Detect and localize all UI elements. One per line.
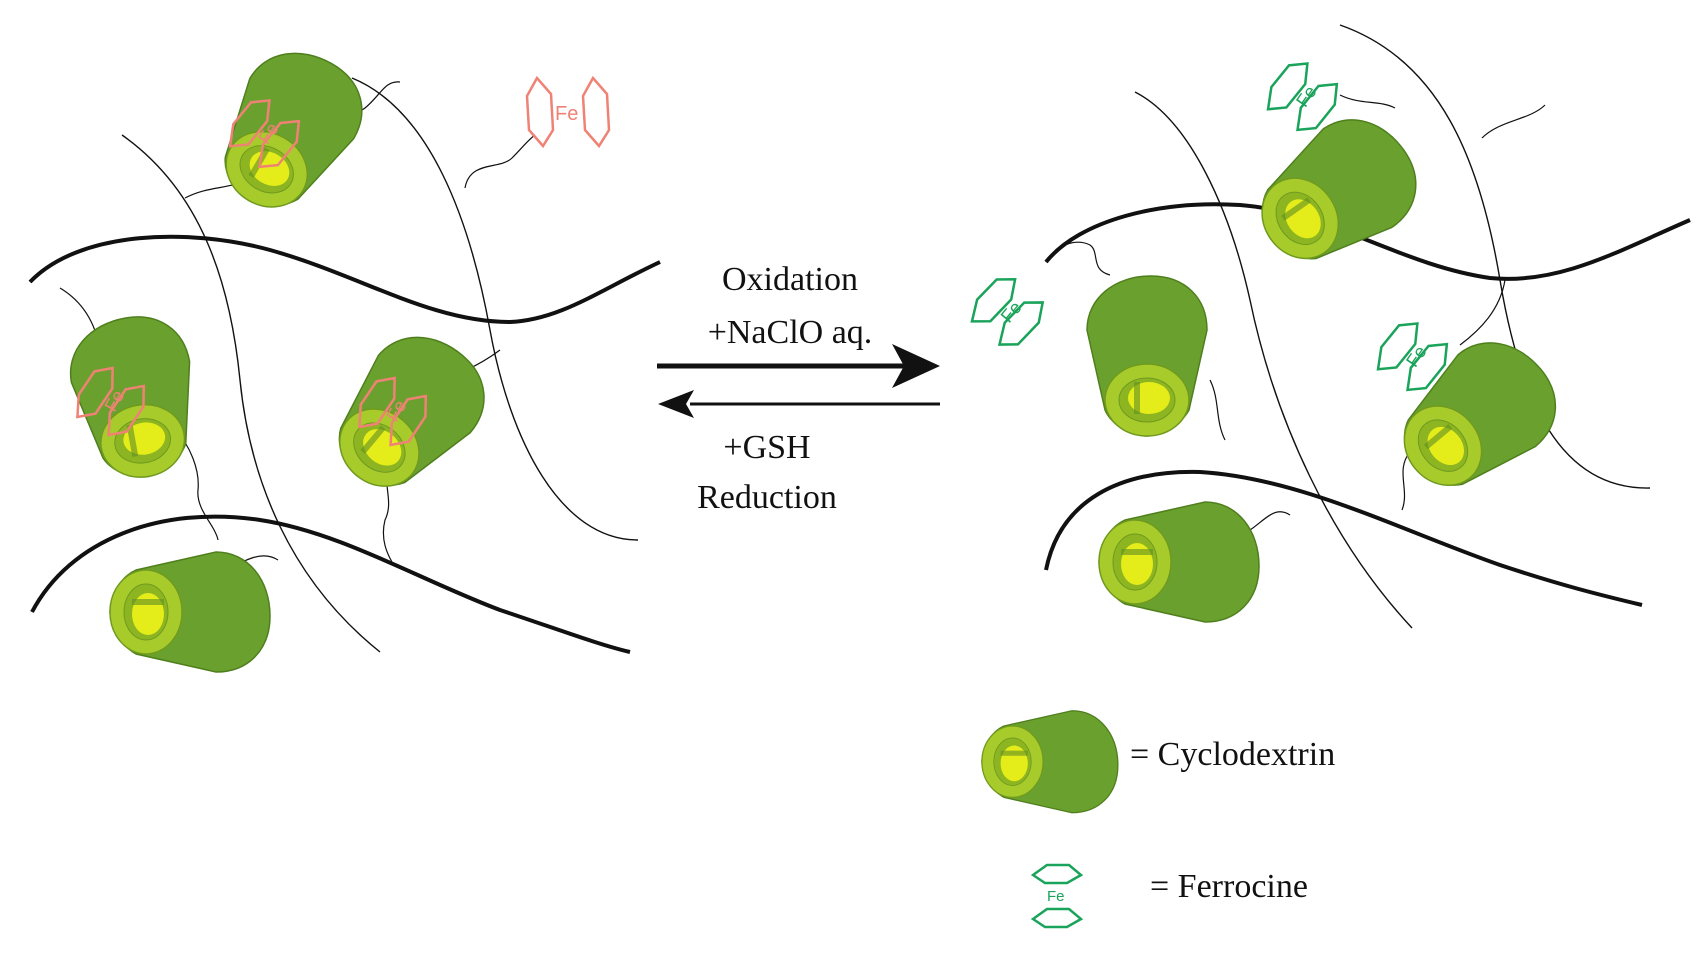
forward-label-1: Oxidation [722, 261, 858, 298]
cyclodextrin-icon [62, 308, 208, 486]
forward-arrowhead [892, 344, 940, 388]
thick-strand [1044, 469, 1643, 607]
reverse-label-2: Reduction [697, 479, 837, 516]
legend-cyclodextrin-label: = Cyclodextrin [1130, 736, 1335, 773]
thick-strand [30, 514, 631, 654]
reaction-arrows: Oxidation +NaClO aq. +GSH Reduction [657, 261, 940, 516]
thin-strand [1134, 91, 1413, 629]
ferrocene-icon: Fe [525, 75, 611, 149]
linker [1249, 511, 1291, 531]
linker [1401, 451, 1411, 511]
cyclodextrin-icon [110, 552, 270, 672]
cyclodextrin-icon [1087, 276, 1207, 436]
svg-text:Fe: Fe [1047, 888, 1065, 905]
linker [1339, 94, 1396, 109]
svg-text:Fe: Fe [1402, 342, 1430, 371]
cyclodextrin-icon [197, 32, 381, 231]
left-network: Fe Fe Fe Fe [28, 32, 661, 672]
thick-strand [1044, 202, 1691, 281]
reverse-arrowhead [658, 390, 694, 418]
linker [1481, 104, 1546, 139]
linker [1045, 241, 1111, 276]
linker [1209, 379, 1226, 441]
legend-cyclodextrin-icon [982, 711, 1118, 813]
legend: = Cyclodextrin Fe = Ferrocine [982, 711, 1335, 929]
legend-ferrocene-label: = Ferrocine [1150, 868, 1308, 905]
cyclodextrin-icon [1377, 320, 1577, 515]
cyclodextrin-icon [310, 314, 505, 514]
linker [464, 134, 536, 189]
svg-text:Fe: Fe [555, 103, 578, 125]
thin-strand [121, 134, 381, 653]
svg-text:Fe: Fe [1292, 82, 1320, 111]
cyclodextrin-icon [1236, 98, 1436, 288]
thin-strand [351, 77, 639, 541]
thick-strand [28, 234, 661, 325]
cyclodextrin-icon [1099, 502, 1259, 622]
reverse-label-1: +GSH [723, 429, 810, 466]
forward-label-2: +NaClO aq. [708, 314, 873, 351]
svg-text:Fe: Fe [997, 297, 1026, 326]
linker [1459, 279, 1506, 346]
thin-strand [1339, 24, 1651, 489]
legend-ferrocene-icon: Fe [1030, 863, 1084, 929]
ferrocene-icon: Fe [970, 278, 1045, 346]
right-network: Fe Fe Fe [970, 24, 1691, 629]
